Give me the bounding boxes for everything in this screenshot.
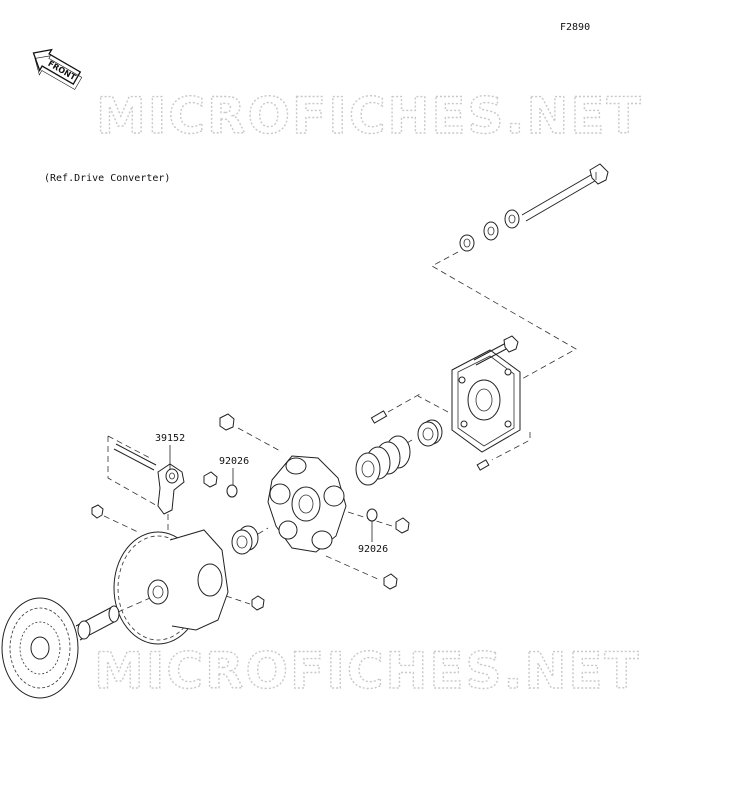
nut-right: [395, 517, 410, 534]
figure-code: F2890: [560, 22, 590, 33]
nut-far-left: [91, 504, 104, 519]
washer-set: [459, 209, 520, 252]
callout-92026-left: 92026: [219, 456, 249, 485]
movable-sheave: [113, 529, 229, 645]
spacer-collar: [231, 525, 259, 555]
o-ring-right: [366, 508, 378, 522]
spider-assembly: [267, 455, 347, 553]
callout-label: 92026: [358, 544, 388, 555]
collar: [417, 419, 443, 447]
flange-pin: [476, 459, 490, 471]
watermark-top: MICROFICHES.NET: [96, 87, 643, 145]
nut-left: [203, 471, 218, 488]
pivot-pin: [113, 443, 157, 471]
nut-bottom: [383, 573, 398, 590]
long-bolt: [521, 163, 609, 222]
reference-note: (Ref.Drive Converter): [44, 173, 170, 184]
weight-lever: [157, 463, 185, 515]
flange-plate: [451, 349, 521, 453]
callout-label: 39152: [155, 433, 185, 444]
spring-pin: [370, 410, 388, 424]
sheave-nut: [251, 595, 265, 611]
drive-shaft: [75, 605, 120, 641]
callout-92026-right: 92026: [358, 521, 388, 555]
nut-top: [219, 413, 235, 431]
flange-bolt: [473, 335, 519, 366]
callout-39152: 39152: [155, 433, 185, 470]
spring: [355, 435, 411, 486]
fixed-sheave: [1, 597, 79, 699]
o-ring-left: [226, 484, 238, 498]
front-arrow-icon: FRONT: [32, 48, 83, 90]
watermark-bottom: MICROFICHES.NET: [94, 642, 641, 700]
callout-label: 92026: [219, 456, 249, 467]
